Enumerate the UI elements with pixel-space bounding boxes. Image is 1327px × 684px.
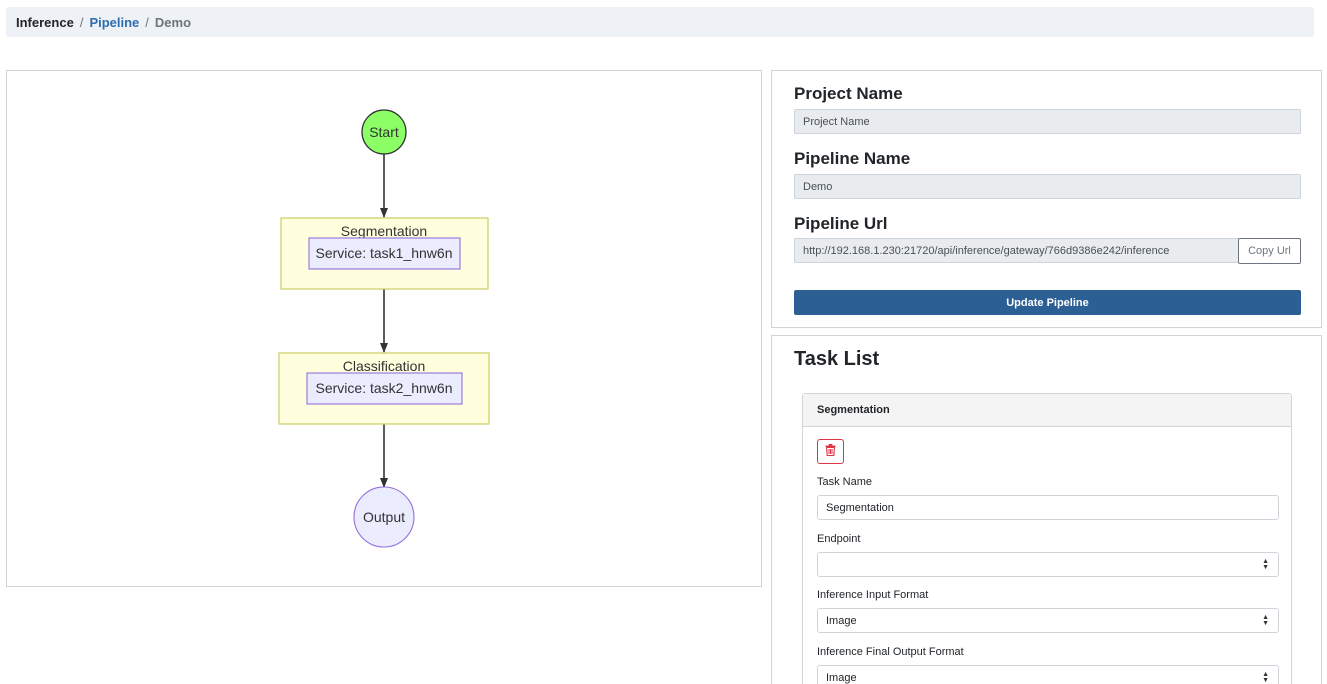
update-pipeline-button[interactable]: Update Pipeline — [794, 290, 1301, 315]
breadcrumb-inference[interactable]: Inference — [16, 14, 74, 30]
endpoint-label: Endpoint — [817, 533, 861, 545]
project-name-input[interactable]: Project Name — [794, 109, 1301, 134]
pipeline-diagram: Start Segmentation Service: task1_hnw6n … — [278, 109, 490, 548]
breadcrumb-current: Demo — [154, 14, 192, 30]
output-format-label: Inference Final Output Format — [817, 646, 964, 658]
input-format-select-value: Image — [826, 614, 857, 627]
segmentation-service-label: Service: task1_hnw6n — [316, 245, 453, 261]
delete-task-button[interactable] — [817, 439, 844, 464]
classification-service-box — [306, 372, 463, 405]
output-format-select[interactable]: Image ▲▼ — [817, 665, 1279, 684]
breadcrumb-separator: / — [79, 14, 84, 30]
output-node[interactable]: Output — [353, 486, 415, 548]
start-node[interactable]: Start — [361, 109, 407, 155]
copy-url-button[interactable]: Copy Url — [1238, 238, 1301, 264]
start-node-label: Start — [369, 124, 399, 140]
pipeline-url-input[interactable]: http://192.168.1.230:21720/api/inference… — [794, 238, 1240, 263]
task-card-header[interactable]: Segmentation — [803, 394, 1291, 427]
task-name-input[interactable]: Segmentation — [817, 495, 1279, 520]
output-format-select-value: Image — [826, 671, 857, 684]
select-arrows-icon: ▲▼ — [1262, 614, 1269, 627]
task-card: Segmentation Task Name Segmentation Endp… — [802, 393, 1292, 684]
output-node-circle — [353, 486, 415, 548]
breadcrumb: Inference / Pipeline / Demo — [6, 7, 1314, 37]
select-arrows-icon: ▲▼ — [1262, 558, 1269, 571]
input-format-label: Inference Input Format — [817, 589, 929, 601]
project-name-label: Project Name — [794, 84, 903, 103]
pipeline-name-label: Pipeline Name — [794, 149, 911, 168]
output-node-label: Output — [363, 509, 405, 525]
task-name-label: Task Name — [817, 476, 873, 488]
breadcrumb-pipeline-link[interactable]: Pipeline — [89, 14, 140, 30]
segmentation-node-title: Segmentation — [341, 223, 427, 239]
select-arrows-icon: ▲▼ — [1262, 671, 1269, 684]
task-list-panel: Task List Segmentation Task Name Segment… — [771, 335, 1322, 684]
task-list-title: Task List — [794, 348, 880, 370]
start-node-circle — [361, 109, 407, 155]
trash-icon — [825, 443, 836, 461]
input-format-select[interactable]: Image ▲▼ — [817, 608, 1279, 633]
classification-node[interactable]: Classification Service: task2_hnw6n — [278, 352, 490, 425]
pipeline-url-label: Pipeline Url — [794, 214, 888, 233]
pipeline-name-input[interactable]: Demo — [794, 174, 1301, 199]
breadcrumb-separator: / — [145, 14, 149, 30]
endpoint-select[interactable]: ▲▼ — [817, 552, 1279, 577]
classification-service-label: Service: task2_hnw6n — [316, 380, 453, 396]
segmentation-service-box — [308, 237, 461, 270]
segmentation-node[interactable]: Segmentation Service: task1_hnw6n — [280, 217, 489, 290]
pipeline-form-panel: Project Name Project Name Pipeline Name … — [771, 70, 1322, 328]
pipeline-diagram-panel: Start Segmentation Service: task1_hnw6n … — [6, 70, 762, 587]
classification-node-title: Classification — [343, 358, 425, 374]
